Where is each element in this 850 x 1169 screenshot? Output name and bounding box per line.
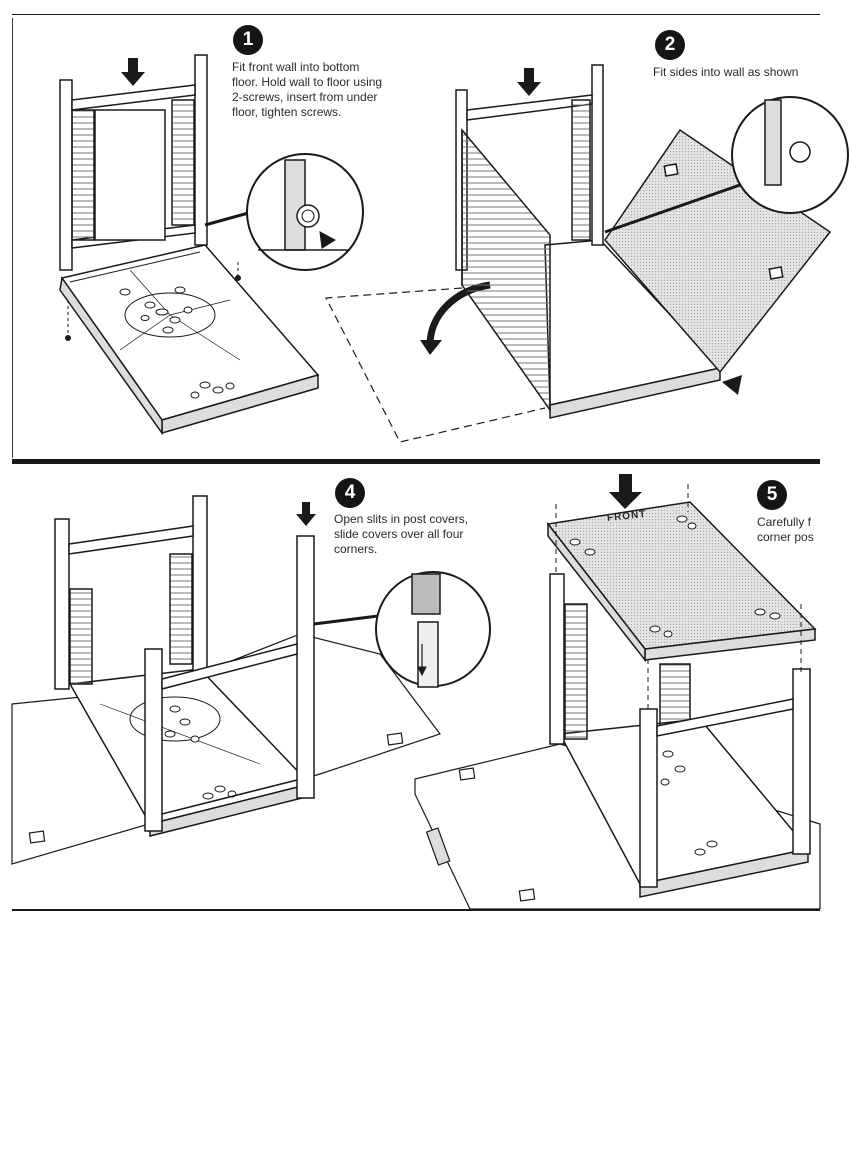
step5-walls bbox=[549, 573, 811, 888]
panel-divider bbox=[12, 459, 820, 464]
step-1-text: Fit front wall into bottom floor. Hold w… bbox=[232, 60, 383, 119]
step-2-badge: 2 bbox=[655, 30, 685, 60]
step5-down-arrow bbox=[609, 474, 642, 509]
step-5-text: Carefully f corner pos bbox=[757, 515, 814, 544]
left-border bbox=[12, 18, 13, 458]
top-border bbox=[12, 14, 820, 15]
step5-dashed-guides bbox=[555, 484, 802, 712]
step1-floor bbox=[59, 244, 320, 436]
bottom-panel-illustration bbox=[11, 474, 821, 909]
step1-front-wall bbox=[59, 54, 208, 271]
step2-left-side-wall bbox=[461, 127, 551, 413]
step1-screws bbox=[65, 262, 241, 341]
bottom-panel: FRONT 4 Open slits in post covers, slide… bbox=[0, 464, 850, 909]
step-5-badge: 5 bbox=[757, 480, 787, 510]
step-2-text: Fit sides into wall as shown bbox=[653, 65, 799, 79]
step1-down-arrow bbox=[121, 58, 145, 86]
step-4-text: Open slits in post covers, slide covers … bbox=[334, 512, 469, 556]
step2-detail-magnifier bbox=[604, 96, 849, 234]
step1-detail-magnifier bbox=[204, 153, 364, 271]
step4-down-arrow bbox=[296, 502, 316, 526]
step2-down-arrow bbox=[517, 68, 541, 96]
step1-stones bbox=[119, 286, 235, 399]
bottom-border bbox=[12, 909, 820, 911]
step5-stones bbox=[660, 750, 718, 856]
step2-dashed-outline bbox=[325, 287, 546, 443]
step4-front-posts bbox=[144, 535, 315, 832]
step4-stones bbox=[164, 705, 237, 800]
step-1-badge: 1 bbox=[233, 25, 263, 55]
step2-right-side-wall bbox=[604, 128, 832, 374]
step5-roof bbox=[546, 501, 817, 663]
step4-back-wall bbox=[54, 495, 208, 690]
step-4-badge: 4 bbox=[335, 478, 365, 508]
step4-detail-magnifier bbox=[313, 571, 491, 688]
top-panel: 1 Fit front wall into bottom floor. Hold… bbox=[0, 0, 850, 459]
top-panel-illustration bbox=[59, 54, 849, 443]
step2-up-arrow bbox=[722, 375, 742, 395]
